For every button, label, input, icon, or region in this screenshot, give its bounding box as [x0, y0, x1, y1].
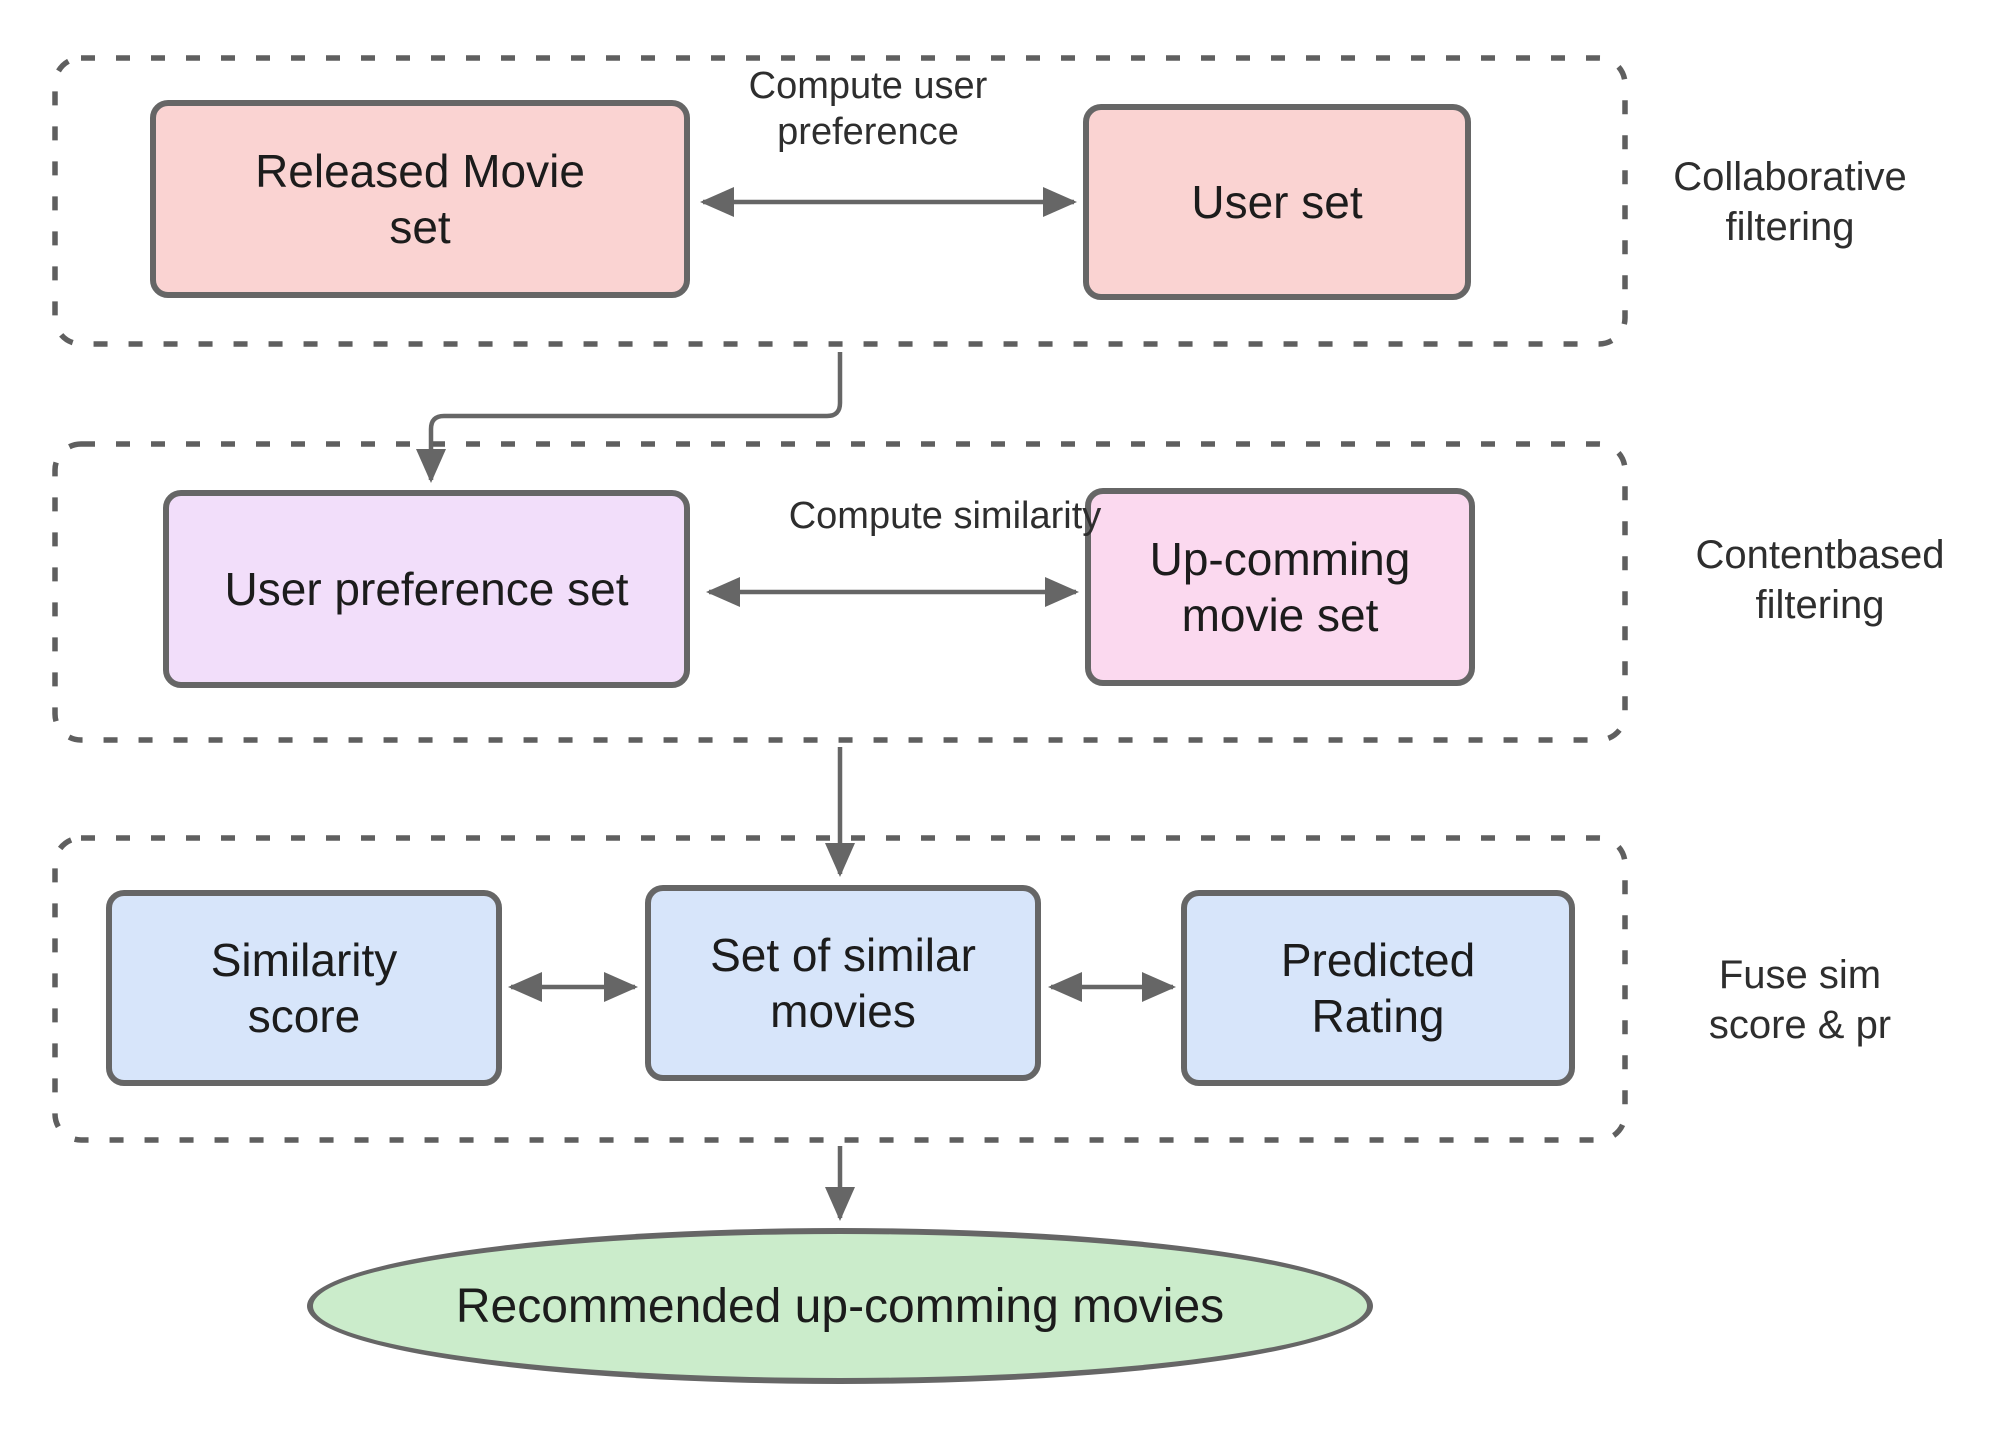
- node-released-movie-set: Released Movie set: [150, 100, 690, 298]
- node-user-set-label: User set: [1191, 175, 1363, 228]
- node-upcoming-movie-set-label: Up-comming movie set: [1149, 532, 1411, 641]
- node-predicted-rating-label: Predicted Rating: [1280, 933, 1476, 1042]
- node-recommended-upcoming-movies: Recommended up-comming movies: [307, 1228, 1373, 1384]
- node-upcoming-movie-set: Up-comming movie set: [1085, 488, 1475, 686]
- node-released-movie-set-label: Released Movie set: [255, 144, 585, 253]
- node-set-of-similar-movies-label: Set of similar movies: [710, 928, 976, 1037]
- node-user-set: User set: [1083, 104, 1471, 300]
- connector-collaborative-to-user-preference: [416, 352, 843, 483]
- section-label-contentbased-filtering: Contentbased filtering: [1695, 533, 1945, 627]
- section-frame-fuse-sim-score: [52, 835, 1628, 1143]
- section-frame-contentbased-filtering: [52, 441, 1628, 743]
- node-predicted-rating: Predicted Rating: [1181, 890, 1575, 1086]
- node-recommended-upcoming-movies-label: Recommended up-comming movies: [455, 1279, 1225, 1333]
- node-user-preference-set: User preference set: [163, 490, 690, 688]
- section-frame-collaborative-filtering: [52, 55, 1628, 347]
- section-label-collaborative-filtering: Collaborative filtering: [1673, 155, 1907, 249]
- section-label-fuse-sim-score: Fuse sim score & pr: [1708, 953, 1892, 1047]
- node-similarity-score: Similarity score: [106, 890, 502, 1086]
- node-user-preference-set-label: User preference set: [224, 562, 629, 615]
- node-set-of-similar-movies: Set of similar movies: [645, 885, 1041, 1081]
- edge-label-compute-similarity: Compute similarity: [788, 495, 1102, 537]
- node-similarity-score-label: Similarity score: [210, 933, 398, 1042]
- edge-label-compute-user-preference: Compute user preference: [748, 65, 988, 153]
